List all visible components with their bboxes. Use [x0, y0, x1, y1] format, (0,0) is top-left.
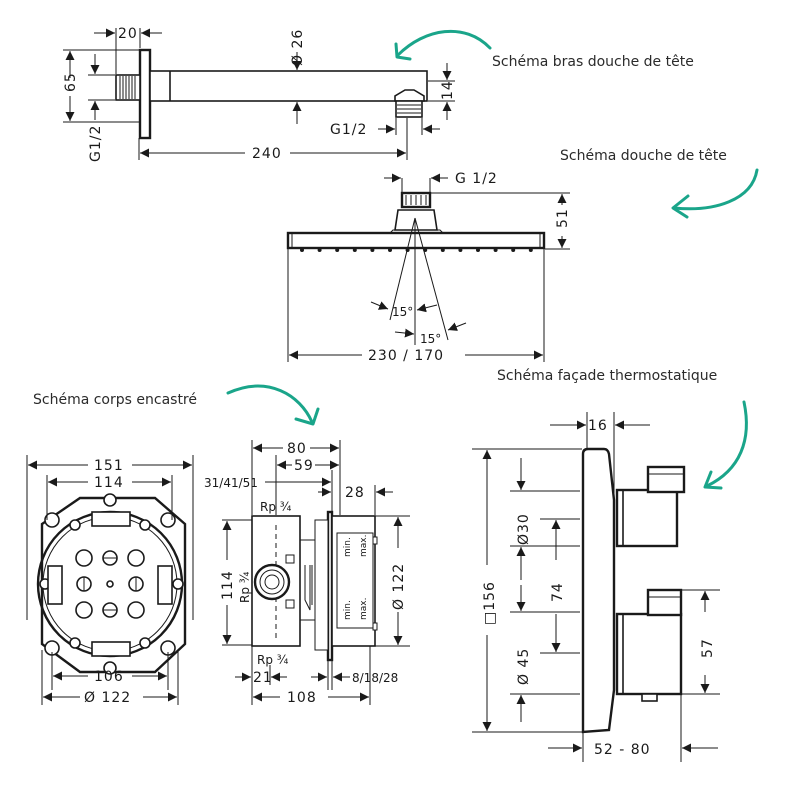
body-side-total-108-label: 108 — [287, 690, 317, 706]
trim-plate — [581, 447, 616, 734]
teal-pointer-arrow-trim — [705, 400, 748, 488]
nozzle-dot — [528, 248, 533, 252]
body-side-depth-59-label: 59 — [294, 458, 314, 474]
body-side-range-label: 8/18/28 — [352, 671, 398, 685]
nozzle-dot — [476, 248, 480, 252]
body-side-depth-80-label: 80 — [287, 441, 307, 457]
body-side-thread-bottom-label: Rp ¾ — [257, 653, 289, 667]
body-side-height-114-label: 114 — [220, 570, 236, 600]
caption-head: Schéma douche de tête — [560, 148, 727, 164]
head-plate — [286, 231, 546, 250]
caption-trim: Schéma façade thermostatique — [497, 368, 717, 384]
arm-length-label: 240 — [252, 146, 282, 162]
body-side-thread-top-label: Rp ¾ — [260, 500, 292, 514]
body-outer-width-label: 151 — [94, 458, 124, 474]
arm-outlet-thread-label: G1/2 — [330, 122, 367, 138]
teal-pointer-arrow-body — [226, 384, 314, 424]
body-side-min-label-bottom: min. — [343, 600, 353, 620]
body-side-offset-21-label: 21 — [253, 670, 273, 686]
body-side-max-label-top: max. — [359, 535, 369, 557]
nozzle-dot — [352, 248, 357, 252]
head-width-label: 230 / 170 — [368, 348, 444, 364]
body-mounting-lugs — [39, 493, 184, 675]
trim-projection-label: 52 - 80 — [594, 742, 651, 758]
arm-flange-width-label: 20 — [118, 26, 138, 42]
arm-inlet-thread-label: G1/2 — [88, 125, 104, 162]
nozzle-dot — [493, 248, 498, 252]
trim-lower-handle — [615, 612, 683, 696]
arm-outlet-cap — [394, 89, 425, 102]
head-thread-label: G 1/2 — [455, 171, 498, 187]
body-front-diagram: 151 114 106 Ø 122 — [26, 455, 194, 706]
nozzle-dot — [511, 248, 516, 252]
arm-wall-flange — [138, 48, 152, 140]
trim-upper-handle — [615, 488, 679, 548]
trim-lower-knob-height-label: 57 — [700, 638, 716, 658]
caption-body: Schéma corps encastré — [33, 392, 197, 408]
trim-lower-handle-top — [646, 588, 683, 617]
trim-lower-knob-diameter-label: Ø 45 — [516, 648, 532, 685]
arm-height-label: 65 — [63, 72, 79, 92]
trim-upper-handle-top — [646, 465, 686, 494]
trim-plate-depth-label: 16 — [588, 418, 608, 434]
nozzle-dot — [388, 248, 392, 252]
body-side-depth-range-label: 31/41/51 — [204, 476, 258, 490]
body-side-min-label-top: min. — [343, 537, 353, 557]
thermostatic-trim-diagram: 16 □156 Ø30 74 Ø 45 57 — [472, 412, 720, 762]
body-side-diagram: min. max. min. max. 80 59 31/41/51 28 Rp… — [204, 440, 410, 706]
teal-pointer-arrow-arm — [396, 29, 492, 57]
caption-arm: Schéma bras douche de tête — [492, 54, 694, 70]
nozzle-dot — [317, 248, 322, 252]
arm-tube — [149, 70, 428, 102]
body-side-max-label-bottom: max. — [359, 598, 369, 620]
nozzle-dot — [370, 248, 375, 252]
arm-inlet-thread-lines — [119, 76, 136, 99]
body-diameter-label: Ø 122 — [84, 690, 131, 706]
trim-spacing-label: 74 — [550, 582, 566, 602]
body-side-depth-28-label: 28 — [345, 485, 365, 501]
arm-diameter-label: Ø 26 — [290, 29, 306, 66]
arm-outlet-height-label: 14 — [440, 80, 456, 100]
trim-plate-size-label: □156 — [482, 581, 498, 625]
body-inner-width-label: 114 — [94, 475, 124, 491]
body-side-thread-mid-label: Rp ¾ — [238, 571, 252, 603]
trim-upper-knob-diameter-label: Ø30 — [516, 513, 532, 545]
shower-head-diagram: G 1/2 51 15° 15° 230 / 170 — [286, 171, 571, 364]
body-bottom-width-label: 106 — [94, 669, 124, 685]
nozzle-dot — [300, 248, 304, 252]
teal-pointer-arrow-head — [672, 168, 759, 211]
body-port-holes — [75, 549, 145, 619]
nozzle-dot — [335, 248, 340, 252]
head-height-label: 51 — [555, 208, 571, 228]
nozzle-dot — [440, 248, 445, 252]
head-angle-1-label: 15° — [392, 305, 413, 319]
body-side-diameter-label: Ø 122 — [391, 563, 407, 610]
head-angle-2-label: 15° — [420, 332, 441, 346]
shower-arm-diagram: 20 65 G1/2 Ø 26 14 G1/2 240 — [63, 26, 456, 162]
nozzle-dot — [458, 248, 463, 252]
